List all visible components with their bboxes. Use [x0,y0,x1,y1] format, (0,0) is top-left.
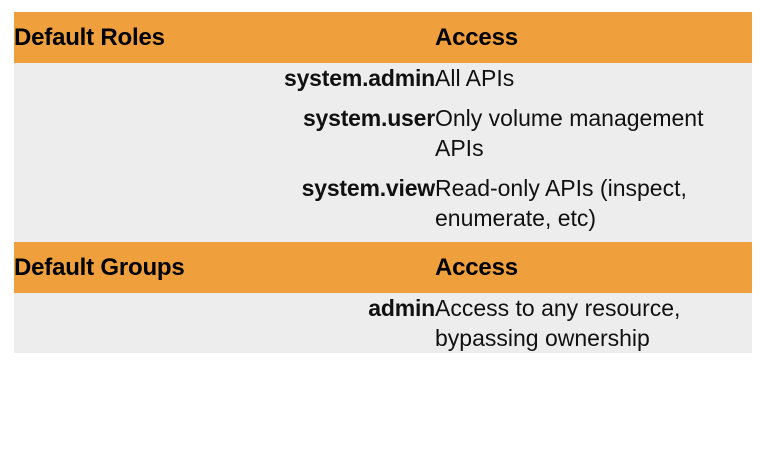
row-gap [14,93,752,103]
role-name-system-view: system.view [301,175,436,201]
default-groups-table: Default Groups Access admin Access to an… [14,242,752,353]
table-row: system.view Read-only APIs (inspect, enu… [14,173,752,233]
group-access-admin: Access to any resource, bypassing owners… [435,293,752,353]
row-gap-cell [14,163,435,173]
row-gap-cell [435,163,752,173]
access-line: All APIs [435,65,515,91]
default-groups-header-label: Default Groups [14,253,185,281]
access-line: APIs [435,135,484,161]
group-name-admin: admin [368,295,435,321]
role-access-system-admin: All APIs [435,63,752,93]
role-name-system-user: system.user [302,105,435,131]
role-name-system-admin: system.admin [284,65,435,91]
role-access-system-user: Only volume management APIs [435,103,752,163]
row-gap-cell [435,93,752,103]
table-row: system.user Only volume management APIs [14,103,752,163]
default-groups-access-header-label: Access [435,253,518,281]
table-row: admin Access to any resource, bypassing … [14,293,752,353]
default-roles-access-header-label: Access [435,23,518,51]
section-divider [14,233,752,242]
access-line: bypassing ownership [435,325,650,351]
table-row: system.admin All APIs [14,63,752,93]
default-roles-header-label: Default Roles [14,23,165,51]
default-roles-table: Default Roles Access system.admin All AP… [14,12,752,233]
row-gap [14,163,752,173]
roles-access-table-wrapper: Default Roles Access system.admin All AP… [14,12,752,353]
access-line: Only volume management [435,105,704,131]
row-gap-cell [14,93,435,103]
role-access-system-view: Read-only APIs (inspect, enumerate, etc) [435,173,752,233]
default-roles-header-row: Default Roles Access [14,12,752,63]
default-groups-header-row: Default Groups Access [14,242,752,293]
access-line: Access to any resource, [435,295,681,321]
access-line: enumerate, etc) [435,205,597,231]
access-line: Read-only APIs (inspect, [435,175,687,201]
